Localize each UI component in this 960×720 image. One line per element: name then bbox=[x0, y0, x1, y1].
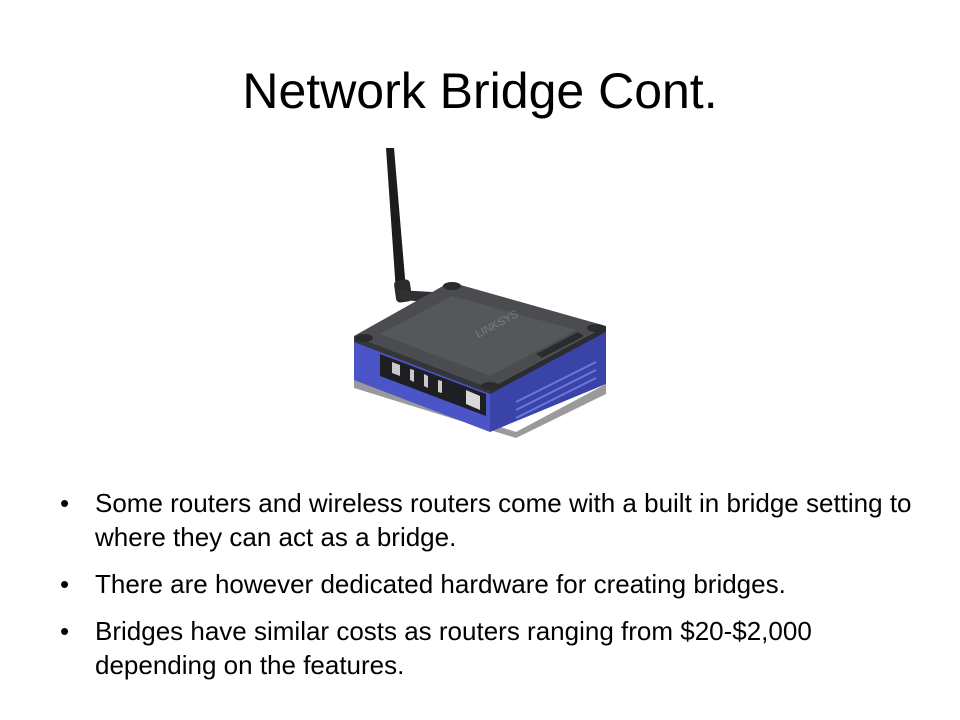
bullet-text: Bridges have similar costs as routers ra… bbox=[95, 616, 812, 680]
slide-title: Network Bridge Cont. bbox=[242, 63, 718, 119]
bullet-icon: • bbox=[60, 488, 70, 518]
wireless-router-icon: LINKSYS bbox=[354, 148, 606, 438]
bullet-icon: • bbox=[60, 616, 70, 646]
bullet-text: Some routers and wireless routers come w… bbox=[95, 488, 912, 552]
bullet-list: • Some routers and wireless routers come… bbox=[60, 486, 920, 695]
list-item: • Some routers and wireless routers come… bbox=[60, 486, 920, 554]
bullet-icon: • bbox=[60, 569, 70, 599]
list-item: • Bridges have similar costs as routers … bbox=[60, 614, 920, 682]
list-item: • There are however dedicated hardware f… bbox=[60, 567, 920, 601]
bullet-text: There are however dedicated hardware for… bbox=[95, 569, 786, 599]
